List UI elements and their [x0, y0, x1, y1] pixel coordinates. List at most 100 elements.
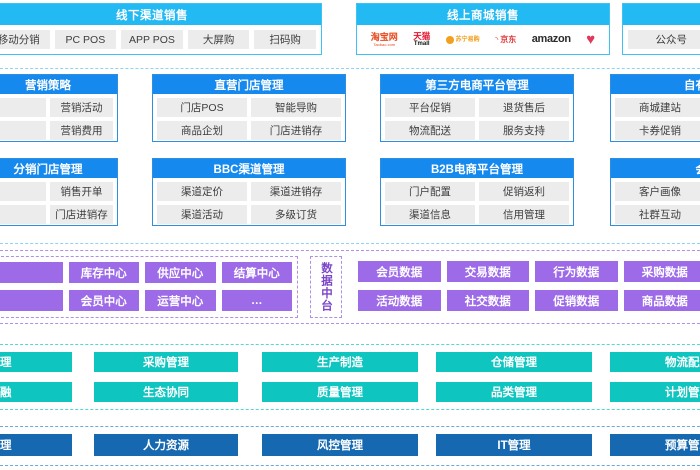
card-distribution-store-management[interactable]: 分销门店管理 销售开单 门店进销存	[0, 158, 118, 226]
supply-item[interactable]: 物流配送	[610, 352, 700, 372]
card-marketing-strategy[interactable]: 营销策略 营销活动 营销费用	[0, 74, 118, 142]
supply-item[interactable]: 采购管理	[94, 352, 238, 372]
supply-item[interactable]: 生产制造	[262, 352, 418, 372]
chip-bigscreen-buy[interactable]: 大屏购	[187, 30, 250, 49]
card-title: B2B电商平台管理	[381, 159, 573, 178]
card-title: 会员	[611, 159, 700, 178]
amazon-logo[interactable]: amazon	[531, 33, 571, 45]
cell-item[interactable]: 平台促销	[385, 98, 475, 117]
channel-sales-row: 线下渠道销售 移动分销 PC POS APP POS 大屏购 扫码购 线上商城销…	[0, 0, 700, 64]
supply-item[interactable]: 金融	[0, 382, 72, 402]
cell-item[interactable]: 物流配送	[385, 121, 475, 140]
card-cells: 销售开单 门店进销存	[0, 178, 117, 228]
cell-item[interactable]: 商品企划	[157, 121, 247, 140]
data-item[interactable]: 会员数据	[358, 261, 441, 282]
online-mall-card[interactable]: 线上商城销售 淘宝网 Taobao.com 天猫 Tmall 苏宁易购 ◝ 京东	[356, 3, 610, 55]
data-item[interactable]: 社交数据	[446, 290, 529, 311]
cell-item[interactable]: 门店进销存	[251, 121, 341, 140]
data-item[interactable]: 促销数据	[535, 290, 618, 311]
cell-item[interactable]: 门户配置	[385, 182, 475, 201]
chip-mobile-distribution[interactable]: 移动分销	[0, 30, 50, 49]
support-item[interactable]: 人力资源	[94, 434, 238, 456]
data-item[interactable]: 采购数据	[623, 261, 700, 282]
cell-item[interactable]: 门店POS	[157, 98, 247, 117]
card-title: 直营门店管理	[153, 75, 345, 94]
cell-item[interactable]	[0, 98, 46, 117]
cell-item[interactable]	[0, 182, 46, 201]
card-cells: 门店POS 智能导购 商品企划 门店进销存	[153, 94, 345, 144]
internet-channel-card[interactable]: 互联 公众号	[622, 3, 700, 55]
center-item[interactable]: 供应中心	[145, 262, 216, 283]
data-item[interactable]: 行为数据	[535, 261, 618, 282]
cell-item[interactable]: 渠道信息	[385, 205, 475, 224]
offline-channel-card[interactable]: 线下渠道销售 移动分销 PC POS APP POS 大屏购 扫码购	[0, 3, 322, 55]
card-b2b-ecommerce-management[interactable]: B2B电商平台管理 门户配置 促销返利 渠道信息 信用管理	[380, 158, 574, 226]
center-item[interactable]	[0, 290, 63, 311]
supply-item[interactable]: 仓储管理	[436, 352, 592, 372]
card-title: 第三方电商平台管理	[381, 75, 573, 94]
cell-item[interactable]: 销售开单	[50, 182, 113, 201]
cell-item[interactable]: 渠道进销存	[251, 182, 341, 201]
online-mall-logos: 淘宝网 Taobao.com 天猫 Tmall 苏宁易购 ◝ 京东 amazon	[357, 25, 609, 54]
cell-item[interactable]: 社群互动	[615, 205, 700, 224]
taobao-logo[interactable]: 淘宝网 Taobao.com	[370, 31, 398, 47]
chip-scan-buy[interactable]: 扫码购	[254, 30, 316, 49]
center-item[interactable]: …	[221, 290, 292, 311]
cell-item[interactable]: 营销活动	[50, 98, 113, 117]
supply-item[interactable]: 品类管理	[436, 382, 592, 402]
cell-item[interactable]	[0, 121, 46, 140]
data-item[interactable]: 交易数据	[446, 261, 529, 282]
suning-mark-icon	[445, 35, 454, 44]
cell-item[interactable]: 智能导购	[251, 98, 341, 117]
support-item[interactable]: 管理	[0, 434, 72, 456]
cell-item[interactable]	[0, 205, 46, 224]
supply-item[interactable]: 生态协同	[94, 382, 238, 402]
card-own-ecommerce[interactable]: 自有电商 商城建站 卡券促销	[610, 74, 700, 142]
business-center-group: 库存中心 供应中心 结算中心 会员中心 运营中心 …	[0, 256, 298, 318]
cell-item[interactable]: 客户画像	[615, 182, 700, 201]
cell-item[interactable]: 卡券促销	[615, 121, 700, 140]
supply-item[interactable]: 管理	[0, 352, 72, 372]
offline-channel-title: 线下渠道销售	[0, 4, 321, 25]
data-item[interactable]: 活动数据	[358, 290, 441, 311]
card-cells: 平台促销 退货售后 物流配送 服务支持	[381, 94, 573, 144]
center-item[interactable]: 结算中心	[221, 262, 292, 283]
cell-item[interactable]: 信用管理	[479, 205, 569, 224]
card-bbc-channel-management[interactable]: BBC渠道管理 渠道定价 渠道进销存 渠道活动 多级订货	[152, 158, 346, 226]
data-item[interactable]: 商品数据	[623, 290, 700, 311]
internet-channel-title: 互联	[623, 4, 700, 25]
chip-pc-pos[interactable]: PC POS	[54, 30, 117, 49]
card-third-party-ecommerce-management[interactable]: 第三方电商平台管理 平台促销 退货售后 物流配送 服务支持	[380, 74, 574, 142]
support-item[interactable]: IT管理	[436, 434, 592, 456]
card-membership[interactable]: 会员 客户画像 社群互动	[610, 158, 700, 226]
cell-item[interactable]: 营销费用	[50, 121, 113, 140]
offline-channel-chips: 移动分销 PC POS APP POS 大屏购 扫码购	[0, 25, 321, 54]
cell-item[interactable]: 渠道定价	[157, 182, 247, 201]
vip-logo[interactable]: ♥	[586, 31, 596, 48]
cell-item[interactable]: 促销返利	[479, 182, 569, 201]
cell-item[interactable]: 门店进销存	[50, 205, 113, 224]
center-item[interactable]: 库存中心	[68, 262, 139, 283]
cell-item[interactable]: 渠道活动	[157, 205, 247, 224]
internet-channel-chips: 公众号	[623, 25, 700, 54]
center-item[interactable]: 运营中心	[145, 290, 216, 311]
center-item[interactable]	[0, 262, 63, 283]
card-cells: 营销活动 营销费用	[0, 94, 117, 144]
suning-logo[interactable]: 苏宁易购	[445, 35, 480, 44]
support-item[interactable]: 风控管理	[262, 434, 418, 456]
support-item[interactable]: 预算管理	[610, 434, 700, 456]
card-cells: 门户配置 促销返利 渠道信息 信用管理	[381, 178, 573, 228]
cell-item[interactable]: 服务支持	[479, 121, 569, 140]
center-item[interactable]: 会员中心	[68, 290, 139, 311]
cell-item[interactable]: 退货售后	[479, 98, 569, 117]
jd-logo[interactable]: ◝ 京东	[495, 34, 517, 44]
cell-item[interactable]: 商城建站	[615, 98, 700, 117]
supply-item[interactable]: 质量管理	[262, 382, 418, 402]
tmall-logo[interactable]: 天猫 Tmall	[413, 30, 431, 48]
chip-official-account[interactable]: 公众号	[628, 30, 700, 49]
card-direct-store-management[interactable]: 直营门店管理 门店POS 智能导购 商品企划 门店进销存	[152, 74, 346, 142]
card-cells: 商城建站 卡券促销	[611, 94, 700, 144]
chip-app-pos[interactable]: APP POS	[121, 30, 183, 49]
cell-item[interactable]: 多级订货	[251, 205, 341, 224]
